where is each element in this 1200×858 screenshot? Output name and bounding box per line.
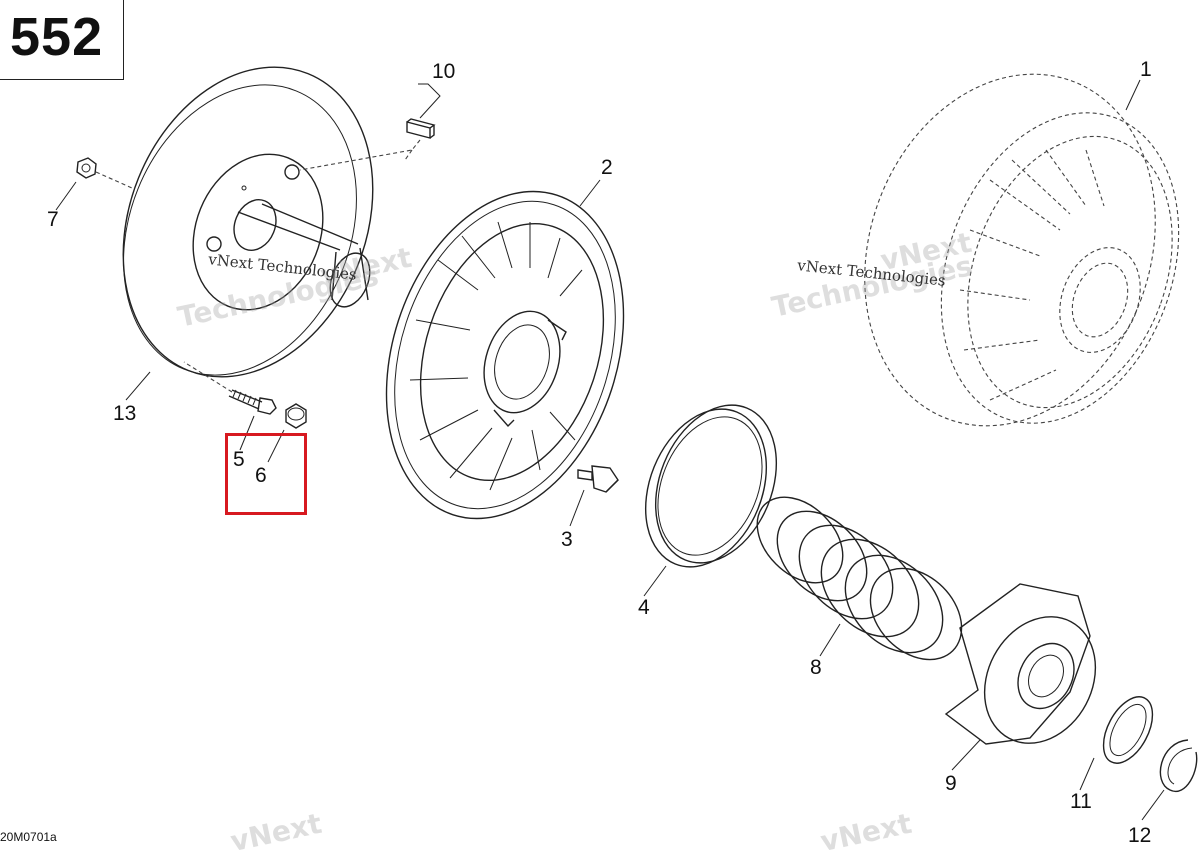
callout-11: 11 (1070, 790, 1092, 813)
leader-lines (55, 79, 1165, 821)
highlight-box (225, 433, 307, 515)
callout-3: 3 (561, 528, 573, 551)
part-6-nut (285, 403, 307, 429)
part-13-fixed-sheave (122, 66, 374, 378)
part-7-nut (76, 157, 133, 189)
callout-10: 10 (432, 60, 456, 83)
part-2-movable-sheave (385, 190, 625, 520)
callout-5: 5 (233, 448, 245, 471)
part-9-cam (944, 583, 1097, 745)
part-3-slider-button (577, 465, 619, 493)
callout-8: 8 (810, 656, 822, 679)
part-11-washer (1102, 696, 1154, 764)
page-number: 552 (10, 7, 104, 67)
part-10-key (299, 118, 436, 171)
callout-4: 4 (638, 596, 650, 619)
callout-9: 9 (945, 772, 957, 795)
part-5-bolt (183, 361, 277, 415)
callout-12: 12 (1128, 824, 1152, 847)
callout-1: 1 (1140, 58, 1152, 81)
part-12-retaining-ring (1159, 739, 1198, 793)
callout-13: 13 (113, 402, 137, 425)
part-4-ring (644, 404, 778, 568)
part-8-spring (756, 496, 963, 661)
callout-7: 7 (47, 208, 59, 231)
figure-code: 20M0701a (0, 830, 57, 844)
part-1-driven-pulley-assembly (864, 73, 1180, 427)
callout-6: 6 (255, 464, 267, 487)
callout-2: 2 (601, 156, 613, 179)
page-number-box: 552 (0, 0, 124, 80)
